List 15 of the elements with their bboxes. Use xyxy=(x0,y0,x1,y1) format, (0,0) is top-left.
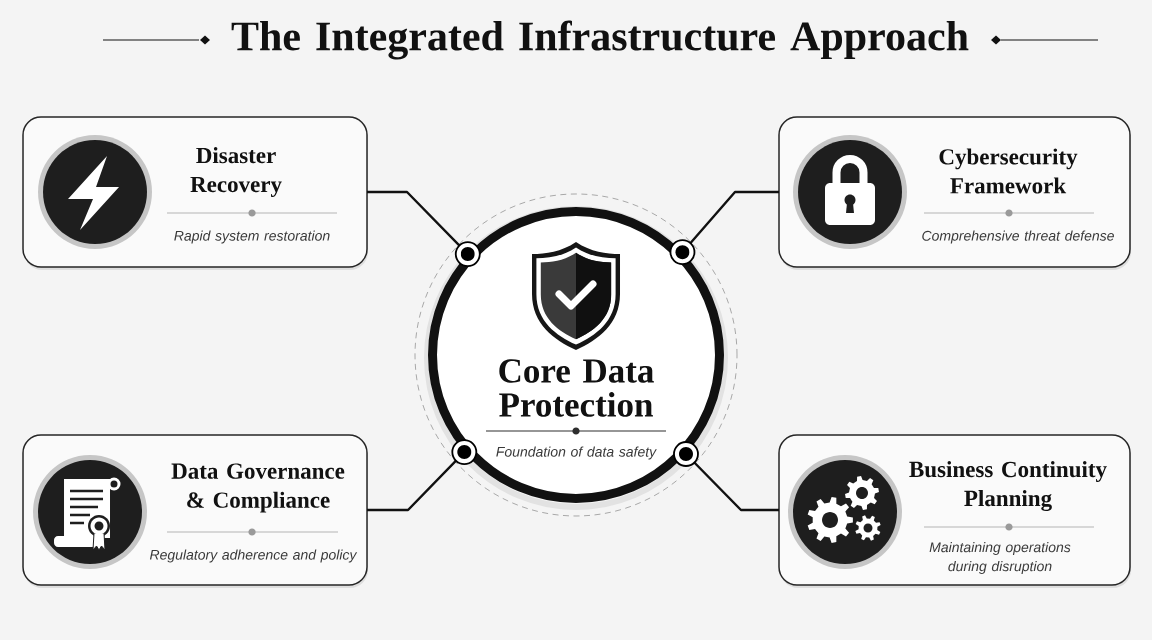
connector-line xyxy=(669,190,779,266)
connector-line xyxy=(367,190,481,267)
card-subtitle: Regulatory adherence and policy xyxy=(149,549,358,563)
card-title: Cybersecurity Framework xyxy=(939,148,1078,194)
connector-line xyxy=(673,441,779,512)
connector-line xyxy=(367,439,478,512)
card-subtitle: Maintaining operations during disruption xyxy=(929,541,1071,574)
title: The Integrated Infrastructure Approach xyxy=(231,20,969,60)
hub-subtitle: Foundation of data safety xyxy=(496,446,657,460)
card-title: Data Governance & Compliance xyxy=(171,463,345,513)
card-subtitle: Rapid system restoration xyxy=(174,230,330,244)
card-subtitle: Comprehensive threat defense xyxy=(922,230,1114,244)
hub-title: Core Data Protection xyxy=(499,359,654,417)
card-title: Business Continuity Planning xyxy=(909,460,1107,511)
card-title: Disaster Recovery xyxy=(190,147,282,197)
